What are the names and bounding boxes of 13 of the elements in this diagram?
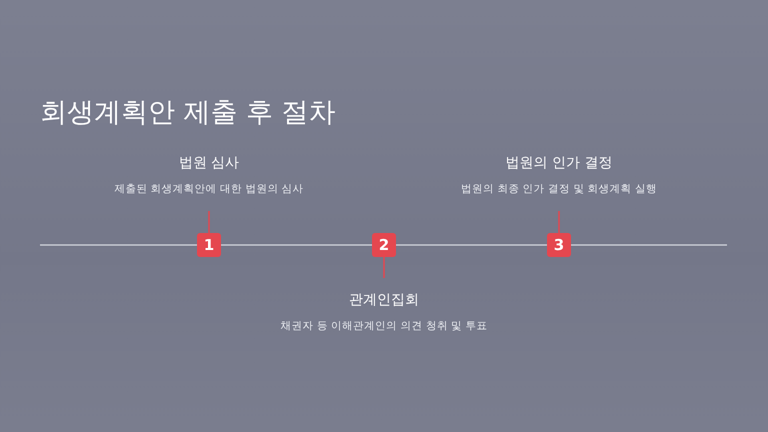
step-heading: 법원의 인가 결정 [504, 154, 614, 173]
connector-line [208, 211, 210, 233]
step-description: 법원의 최종 인가 결정 및 회생계획 실행 [460, 182, 658, 197]
step-number-badge: 1 [197, 233, 221, 257]
title: 회생계획안 제출 후 절차 [40, 96, 336, 130]
step-number-badge: 2 [372, 233, 396, 257]
step-heading: 법원 심사 [178, 154, 240, 173]
connector-line [558, 211, 560, 233]
step-description: 채권자 등 이해관계인의 의견 청취 및 투표 [279, 319, 489, 334]
step-number-badge: 3 [547, 233, 571, 257]
step-description: 제출된 회생계획안에 대한 법원의 심사 [113, 182, 305, 197]
step-heading: 관계인집회 [348, 291, 420, 310]
connector-line [383, 257, 385, 278]
